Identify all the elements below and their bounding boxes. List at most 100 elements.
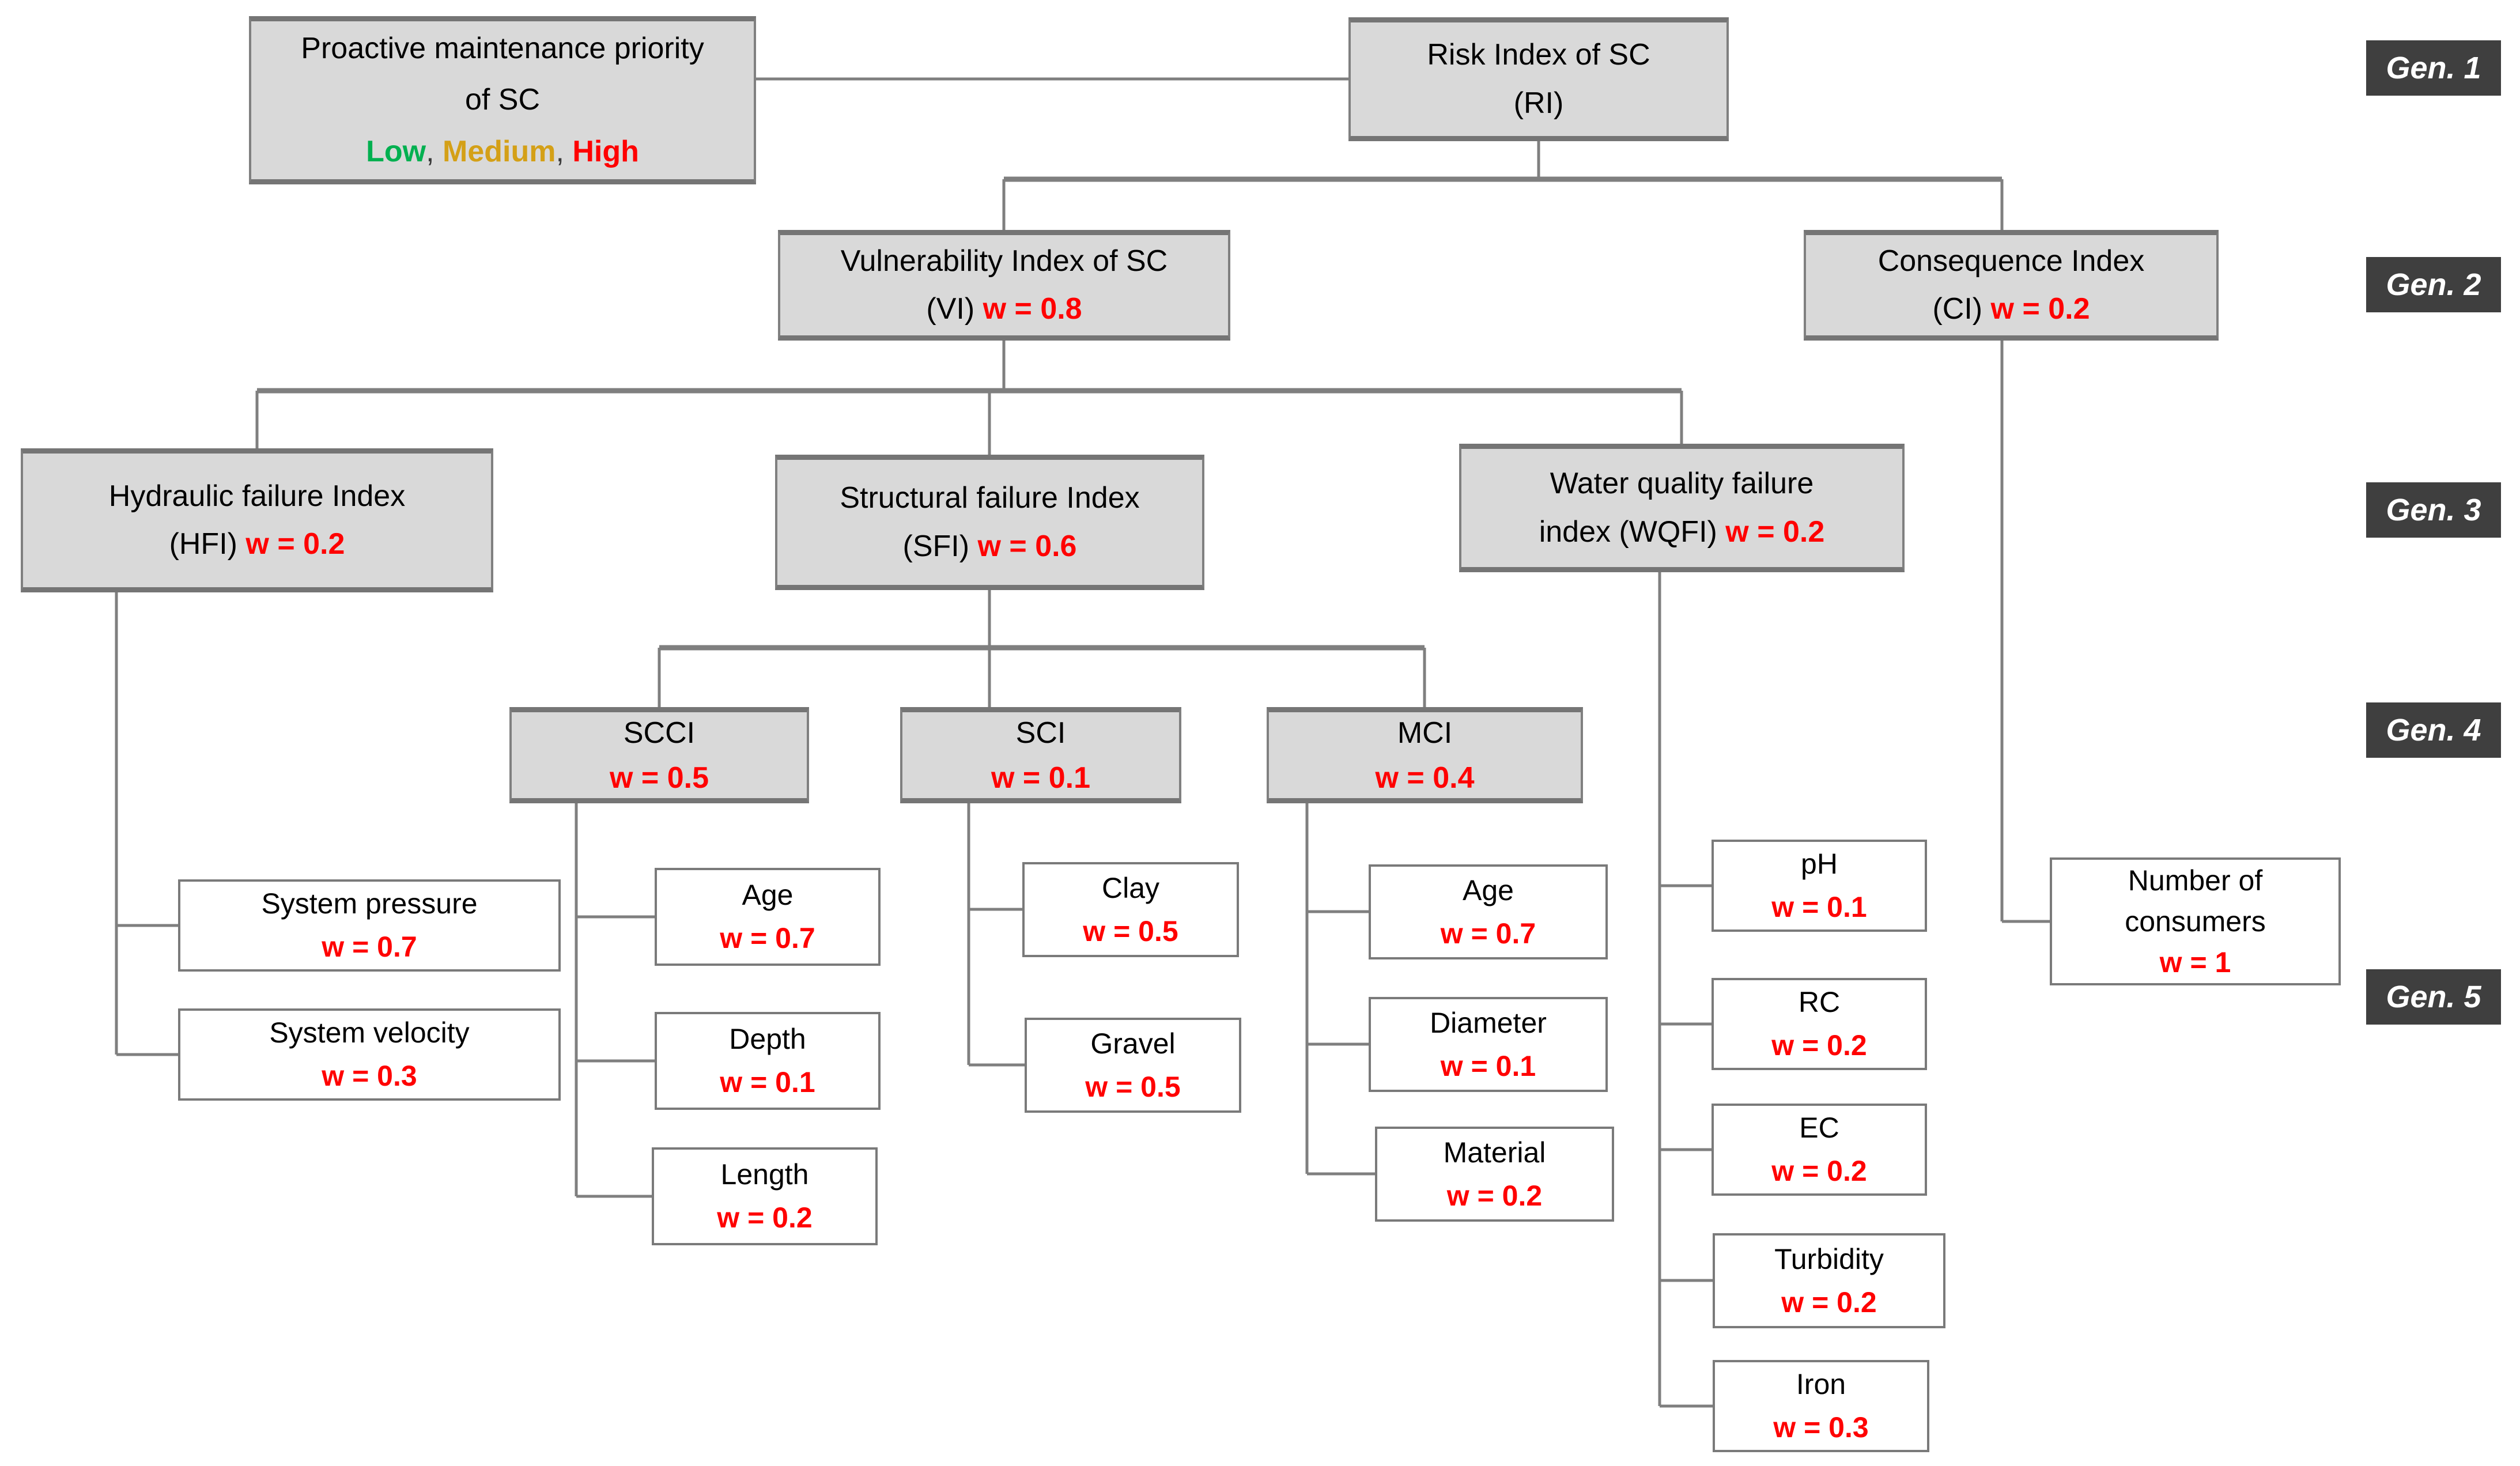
node-weight: w = 0.7 [720,922,815,954]
node-title: Length [720,1158,809,1191]
node-title: EC [1799,1112,1839,1144]
node-code: (SFI) [902,529,970,563]
node-title: SCI [1015,716,1066,750]
node-subtitle: (CI) w = 0.2 [1932,285,2090,333]
node-ec: EC w = 0.2 [1712,1104,1927,1196]
node-weight: w = 0.1 [720,1066,815,1098]
node-title: RC [1798,986,1841,1018]
node-title: Water quality failure [1550,467,1814,501]
node-title: Age [742,879,794,911]
connector-thick [257,176,2002,651]
node-code: (RI) [1513,86,1564,120]
badge-gen-1: Gen. 1 [2366,40,2501,96]
node-title-line1: Proactive maintenance priority [301,31,704,65]
node-code: (VI) [926,292,975,326]
node-weight: w = 0.2 [245,527,345,561]
badge-gen-3: Gen. 3 [2366,482,2501,538]
node-consequence-index: Consequence Index (CI) w = 0.2 [1804,230,2219,341]
node-title: Depth [729,1023,806,1055]
separator: , [426,134,443,168]
connector-thin [115,77,2050,1408]
node-weight: w = 0.7 [1440,917,1536,950]
node-title: System pressure [261,887,478,920]
node-weight: w = 0.5 [1085,1070,1181,1103]
node-risk-index: Risk Index of SC (RI) [1348,17,1729,141]
node-weight: w = 0.1 [1771,891,1867,923]
node-code: (HFI) [169,527,237,561]
node-title: Consequence Index [1877,244,2145,278]
node-title: Material [1443,1136,1546,1169]
node-title: Risk Index of SC [1427,38,1650,72]
node-code: index (WQFI) [1539,515,1717,549]
node-weight: w = 0.2 [1990,292,2090,326]
node-subtitle: (VI) w = 0.8 [926,285,1082,333]
node-title-line1: Number of [2128,864,2263,897]
node-subtitle: (HFI) w = 0.2 [169,520,345,568]
node-weight: w = 0.2 [1771,1029,1867,1061]
node-diameter: Diameter w = 0.1 [1369,997,1608,1092]
node-code: (CI) [1932,292,1983,326]
node-weight: w = 0.1 [1440,1049,1536,1082]
node-weight: w = 0.2 [1446,1179,1543,1212]
node-ph: pH w = 0.1 [1712,840,1927,932]
node-mci: MCI w = 0.4 [1267,707,1583,803]
node-title: Hydraulic failure Index [108,479,406,513]
node-system-velocity: System velocity w = 0.3 [178,1008,561,1101]
node-weight: w = 0.5 [610,761,709,795]
node-weight: w = 0.8 [983,292,1082,326]
badge-gen-5: Gen. 5 [2366,969,2501,1025]
node-weight: w = 0.4 [1375,761,1475,795]
node-hydraulic-failure-index: Hydraulic failure Index (HFI) w = 0.2 [21,448,493,592]
node-rc: RC w = 0.2 [1712,978,1927,1070]
node-weight: w = 0.1 [991,761,1090,795]
node-title: SCCI [623,716,696,750]
node-title: MCI [1397,716,1453,750]
node-mci-age: Age w = 0.7 [1369,864,1608,959]
node-clay: Clay w = 0.5 [1022,862,1239,957]
node-weight: w = 0.3 [1773,1411,1869,1444]
node-weight: w = 0.6 [977,529,1077,563]
node-weight: w = 0.2 [1771,1155,1867,1187]
node-length: Length w = 0.2 [652,1147,878,1245]
separator: , [556,134,573,168]
node-system-pressure: System pressure w = 0.7 [178,879,561,972]
node-weight: w = 0.2 [1725,515,1825,549]
node-material: Material w = 0.2 [1375,1127,1614,1222]
node-weight: w = 1 [2159,946,2231,978]
node-depth: Depth w = 0.1 [655,1012,881,1110]
node-title: Iron [1796,1368,1846,1400]
node-weight: w = 0.2 [717,1201,813,1234]
node-title: System velocity [269,1017,470,1049]
node-weight: w = 0.5 [1083,915,1178,947]
node-number-of-consumers: Number of consumers w = 1 [2050,857,2341,985]
node-title: Gravel [1090,1027,1176,1060]
node-gravel: Gravel w = 0.5 [1025,1018,1241,1113]
node-title: Diameter [1430,1006,1547,1039]
node-sci: SCI w = 0.1 [900,707,1181,803]
node-scci-age: Age w = 0.7 [655,868,881,966]
node-water-quality-failure-index: Water quality failure index (WQFI) w = 0… [1459,444,1905,572]
node-title: Clay [1101,871,1160,904]
priority-medium: Medium [443,134,556,168]
priority-high: High [572,134,639,168]
badge-gen-2: Gen. 2 [2366,257,2501,312]
node-vulnerability-index: Vulnerability Index of SC (VI) w = 0.8 [778,230,1230,341]
node-weight: w = 0.3 [322,1060,417,1092]
node-turbidity: Turbidity w = 0.2 [1713,1233,1945,1328]
node-subtitle: index (WQFI) w = 0.2 [1539,508,1825,556]
node-iron: Iron w = 0.3 [1713,1360,1929,1452]
priority-low: Low [366,134,426,168]
badge-gen-4: Gen. 4 [2366,702,2501,758]
node-title: Structural failure Index [840,481,1140,515]
node-scci: SCCI w = 0.5 [509,707,809,803]
node-title-line2: of SC [464,83,541,117]
node-weight: w = 0.7 [322,931,417,963]
node-title: Vulnerability Index of SC [840,244,1168,278]
node-title: pH [1801,848,1838,880]
node-proactive-priority: Proactive maintenance priority of SC Low… [249,16,756,184]
node-structural-failure-index: Structural failure Index (SFI) w = 0.6 [775,455,1204,590]
node-subtitle: (SFI) w = 0.6 [903,523,1077,570]
node-title-line2: consumers [2125,905,2266,938]
